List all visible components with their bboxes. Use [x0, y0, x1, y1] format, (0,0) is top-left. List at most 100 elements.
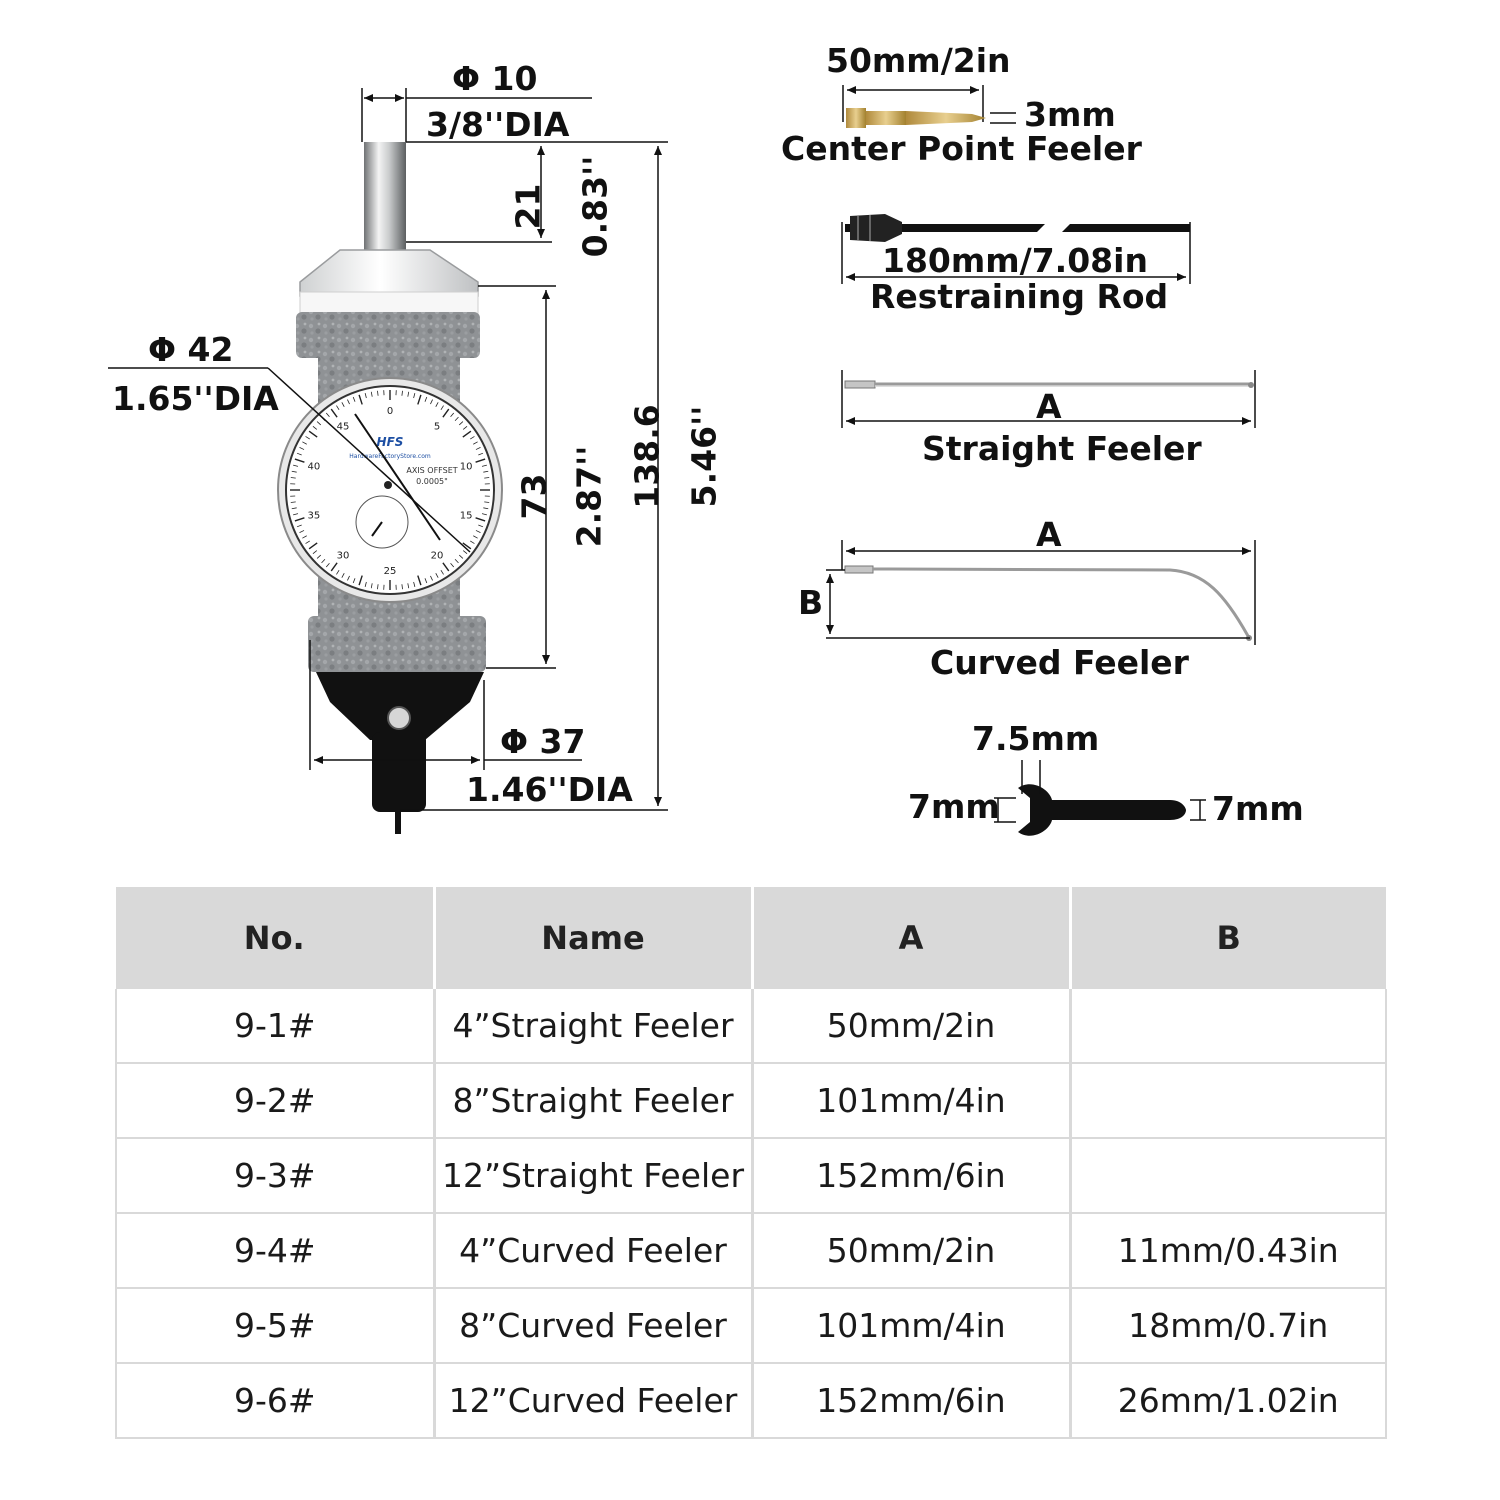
- dial-tick: [330, 408, 338, 418]
- dial-tick: [475, 447, 481, 450]
- dial-tick: [475, 530, 481, 533]
- cell-no: 9-4#: [115, 1213, 436, 1289]
- dial-axis-offset: AXIS OFFSET: [406, 466, 457, 475]
- dial-tick: [302, 535, 307, 539]
- cell-no: 9-2#: [115, 1063, 436, 1139]
- body-len-in: 2.87'': [569, 445, 609, 548]
- cell-no: 9-1#: [115, 989, 436, 1064]
- dial-tick: [401, 390, 403, 396]
- dial-tick: [475, 458, 486, 463]
- dial-tick: [299, 530, 305, 533]
- wrench: [994, 760, 1206, 836]
- dial-tick: [469, 540, 475, 544]
- dial-tick: [407, 391, 410, 397]
- dial-tick: [312, 550, 318, 555]
- dial-tick: [475, 517, 486, 522]
- dial-tick: [296, 452, 302, 456]
- dial-tick: [458, 421, 464, 426]
- table-row: 9-3# 12”Straight Feeler 152mm/6in: [115, 1138, 1387, 1214]
- dial-tick: [312, 425, 318, 430]
- straight-feeler-dim: A: [1036, 387, 1062, 426]
- cell-b: 11mm/0.43in: [1070, 1213, 1387, 1289]
- dial-tick: [305, 540, 311, 544]
- dial-dia-mm: Φ 42: [148, 330, 234, 369]
- dial-tick: [481, 513, 487, 516]
- dial-tick: [370, 391, 373, 397]
- dial-tick: [299, 447, 305, 450]
- cell-name: 12”Straight Feeler: [434, 1138, 754, 1214]
- dial-tick: [440, 405, 444, 411]
- dial-tick: [290, 477, 296, 479]
- dial-needle: [354, 413, 441, 541]
- dial-number: 45: [337, 421, 350, 432]
- cell-a: 50mm/2in: [752, 1213, 1072, 1289]
- cell-b: 18mm/0.7in: [1070, 1288, 1387, 1364]
- dial-tick: [294, 517, 305, 522]
- dial-tick: [435, 573, 439, 578]
- wrench-width: 7.5mm: [972, 719, 1100, 758]
- curved-feeler: [826, 540, 1256, 645]
- shank-len-in: 0.83'': [575, 155, 615, 258]
- indicator-shank: [364, 142, 406, 266]
- indicator-lower-band: [308, 616, 486, 672]
- dial-tick: [430, 399, 433, 405]
- center-point-feeler: [842, 85, 1016, 128]
- cell-b: [1070, 1063, 1387, 1139]
- dial-tick: [336, 405, 340, 411]
- dial-tick: [308, 542, 318, 550]
- dial-number: 20: [431, 551, 444, 562]
- dial-tick: [316, 554, 322, 559]
- dial-tick: [325, 562, 330, 568]
- wrench-left: 7mm: [908, 787, 1000, 826]
- dial-tick: [413, 393, 416, 399]
- curved-feeler-dim-a: A: [1036, 515, 1062, 554]
- dial-tick: [417, 575, 422, 586]
- dial-tick: [377, 584, 379, 590]
- dial-tick: [358, 575, 363, 586]
- table-row: 9-2# 8”Straight Feeler 101mm/4in: [115, 1063, 1387, 1139]
- header-b: B: [1070, 887, 1386, 989]
- cell-a: 101mm/4in: [752, 1288, 1072, 1364]
- center-point-tip: 3mm: [1024, 95, 1116, 134]
- dial-tick: [483, 470, 489, 473]
- dial-tick: [484, 477, 490, 479]
- dial-tick: [417, 394, 422, 405]
- dial-tick: [473, 441, 478, 445]
- dial-tick: [294, 458, 305, 463]
- restraining-rod: [841, 214, 1191, 284]
- total-len-in: 5.46'': [684, 405, 724, 508]
- dial-tick: [458, 554, 464, 559]
- cell-name: 8”Straight Feeler: [434, 1063, 754, 1139]
- dial-tick: [401, 584, 403, 590]
- dial-tick: [462, 542, 472, 550]
- dial-number: 25: [384, 566, 397, 577]
- cell-b: [1070, 1138, 1387, 1214]
- dial-tick: [352, 396, 356, 402]
- cell-no: 9-5#: [115, 1288, 436, 1364]
- dial-tick: [473, 535, 478, 539]
- dial-tick: [290, 501, 296, 503]
- center-point-len: 50mm/2in: [826, 41, 1011, 80]
- dial-tick: [407, 583, 410, 589]
- dial-tick: [440, 569, 444, 575]
- body-len-mm: 73: [514, 473, 554, 520]
- dial-tick: [424, 396, 428, 402]
- shank-len-mm: 21: [508, 183, 548, 230]
- dial-tick: [462, 550, 468, 555]
- dial-tick: [364, 393, 367, 399]
- dial-tick: [336, 569, 340, 575]
- dial-tick: [478, 524, 484, 528]
- dial-tick: [413, 581, 416, 587]
- dial-tick: [296, 524, 302, 528]
- dial-tick: [308, 430, 318, 438]
- dial-tick: [316, 421, 322, 426]
- cell-a: 152mm/6in: [752, 1138, 1072, 1214]
- header-a: A: [752, 887, 1072, 989]
- cell-name: 8”Curved Feeler: [434, 1288, 754, 1364]
- table-row: 9-4# 4”Curved Feeler 50mm/2in 11mm/0.43i…: [115, 1213, 1387, 1289]
- cell-a: 50mm/2in: [752, 989, 1072, 1064]
- dial-tick: [358, 394, 363, 405]
- table-header-row: No. Name A B: [116, 887, 1386, 989]
